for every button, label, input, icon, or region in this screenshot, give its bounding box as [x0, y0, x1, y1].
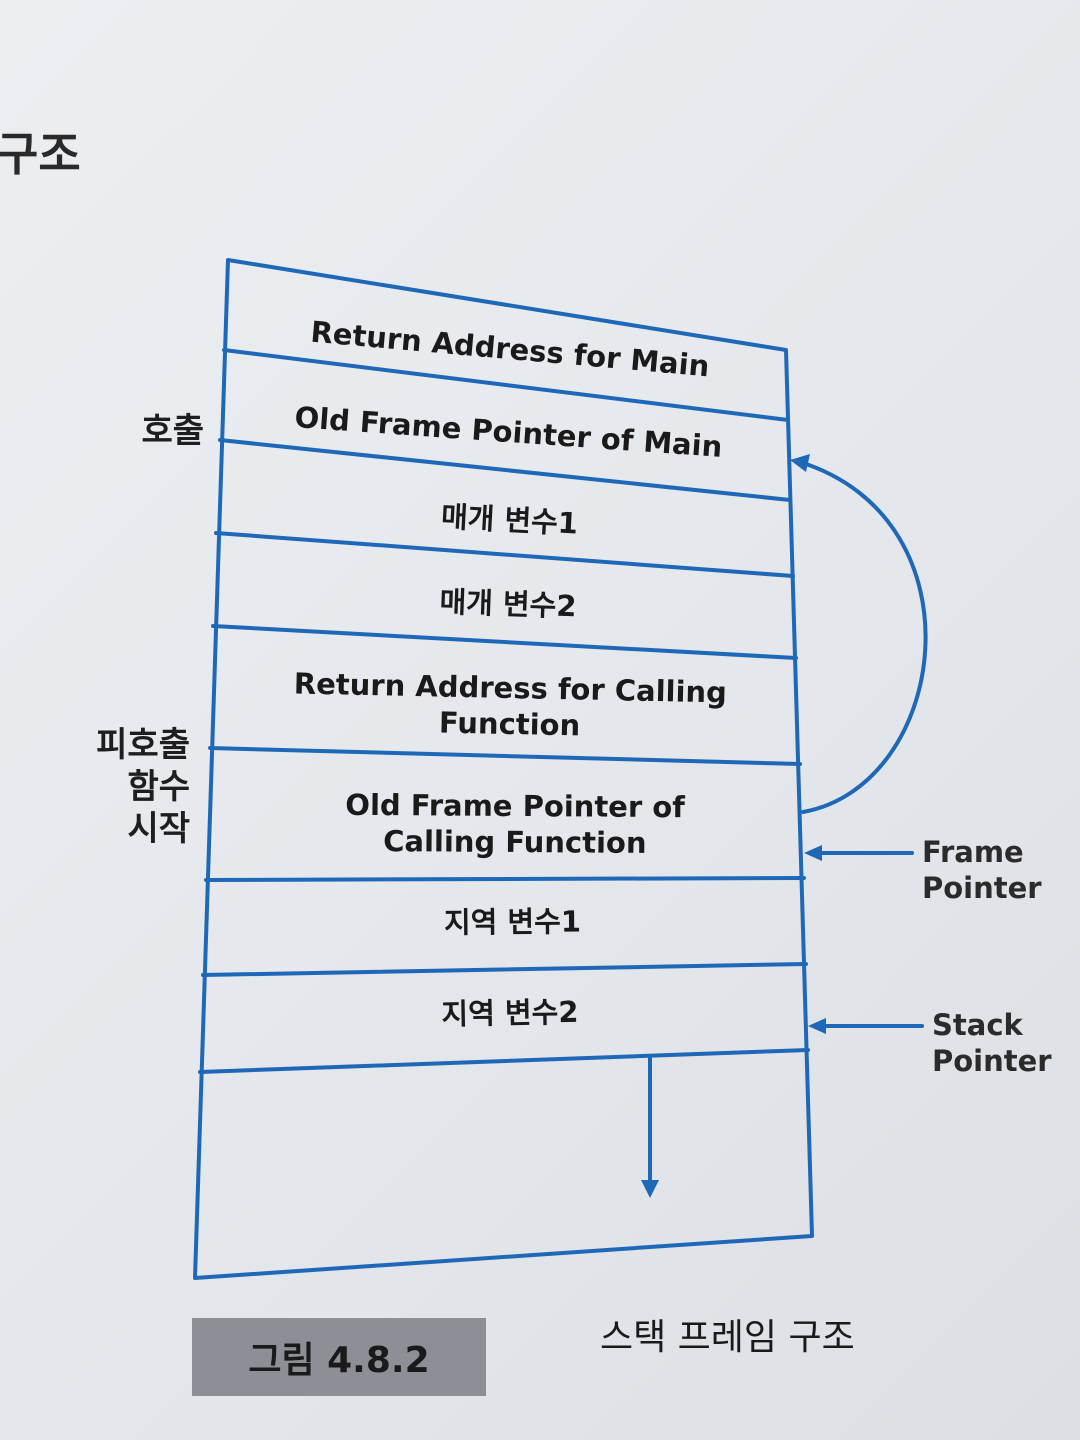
stack-pointer-label: Stack Pointer [932, 1007, 1052, 1079]
frame-divider [211, 624, 798, 660]
frame-divider [201, 962, 808, 977]
page-heading: 구조 [0, 127, 81, 181]
side-label-callee-start: 피호출 함수 시작 [70, 724, 190, 850]
frame-divider [214, 531, 795, 578]
figure-title: 스택 프레임 구조 [600, 1317, 855, 1358]
frame-cell: Old Frame Pointer of Calling Function [345, 787, 685, 860]
frame-cell: 지역 변수1 [443, 904, 582, 940]
stack-outline [193, 258, 814, 1280]
frame-divider [218, 438, 792, 502]
frame-divider [204, 876, 806, 882]
frame-divider [208, 746, 802, 766]
figure-number-box: 그림 4.8.2 [192, 1318, 486, 1396]
side-label-line: 함수 [127, 767, 190, 807]
frame-link-arrow-head [790, 454, 810, 472]
frame-pointer-arrow-head [804, 845, 822, 861]
frame-divider [222, 348, 790, 422]
frame-pointer-label: Frame Pointer [922, 834, 1042, 906]
frame-pointer-label-line: Frame [922, 835, 1024, 869]
frame-pointer-label-line: Pointer [922, 871, 1042, 905]
stack-pointer-label-line: Pointer [932, 1044, 1052, 1078]
frame-divider [198, 1048, 810, 1074]
stack-pointer-label-line: Stack [932, 1008, 1023, 1042]
side-label-call: 호출 [141, 411, 204, 451]
frame-cell-empty [215, 1090, 805, 1240]
side-label-line: 피호출 [96, 725, 190, 765]
growth-arrow-head [641, 1180, 659, 1198]
side-label-line: 시작 [127, 809, 190, 849]
stack-pointer-arrow-head [808, 1018, 826, 1034]
frame-cell: 지역 변수2 [441, 994, 579, 1032]
frame-cell: Return Address for Calling Function [293, 666, 728, 743]
frame-link-arc [798, 460, 928, 814]
figure-number: 그림 4.8.2 [248, 1340, 430, 1381]
